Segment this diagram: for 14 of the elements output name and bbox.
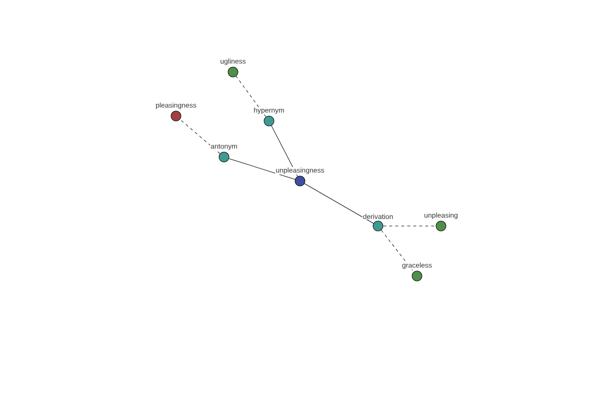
connector-line xyxy=(236,76,266,118)
graph-node xyxy=(228,66,238,78)
graph-node xyxy=(294,176,306,186)
graph-node xyxy=(372,220,384,232)
graph-node xyxy=(170,110,182,122)
graph-node xyxy=(264,116,274,126)
connector-line xyxy=(180,119,220,154)
graph-node xyxy=(218,152,230,162)
connector-line xyxy=(380,230,414,272)
graph-node xyxy=(436,220,446,232)
connector-line xyxy=(304,183,374,224)
connector-line xyxy=(271,125,298,177)
graph-node xyxy=(412,270,422,282)
connector-line xyxy=(228,158,296,180)
